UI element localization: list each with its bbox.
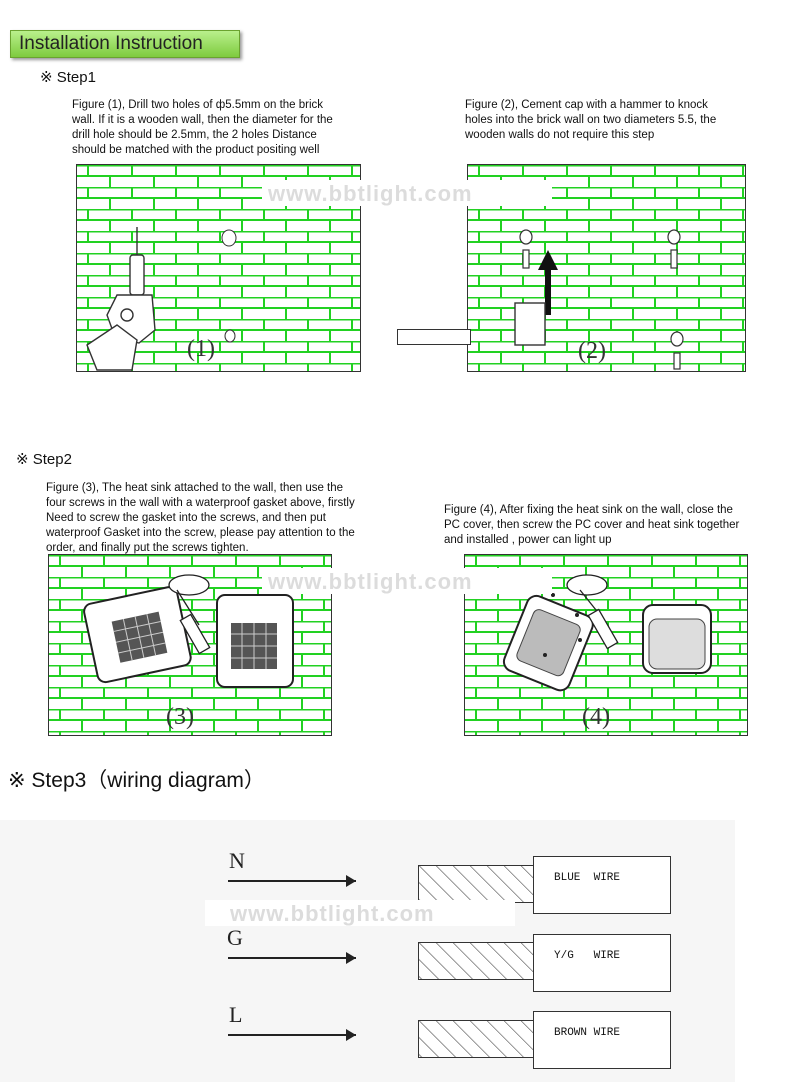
fig3-caption-line: Figure (3), The heat sink attached to th…: [46, 482, 344, 494]
watermark-backdrop: [205, 900, 515, 926]
wire-hatch: [418, 1020, 535, 1058]
fig3-caption: Figure (3), The heat sink attached to th…: [46, 481, 391, 556]
fig2-caption-line: holes into the brick wall on two diamete…: [465, 114, 717, 126]
terminal-l: L: [229, 1002, 243, 1027]
heat-sink-icon: [83, 586, 192, 684]
fig3-caption-line: Need to screw the gasket into the screws…: [46, 512, 326, 524]
fig4-caption-line: PC cover, then screw the PC cover and he…: [444, 519, 740, 531]
watermark-backdrop: [262, 180, 552, 206]
figure-4-number: (4): [582, 704, 610, 730]
wire-box-brown: BROWN WIRE: [533, 1011, 671, 1069]
watermark: www.bbtlight.com: [230, 901, 435, 926]
watermark-backdrop: [262, 568, 552, 594]
figure-3-number: (3): [166, 704, 194, 730]
wire-box-blue: BLUE WIRE: [533, 856, 671, 914]
step1-label: ※ Step1: [40, 69, 96, 86]
title-banner: Installation Instruction: [10, 30, 240, 58]
drill-icon: [86, 227, 156, 371]
arrow-right-icon: [346, 875, 356, 887]
wire-label: Y/G WIRE: [554, 950, 621, 962]
arrow-right-icon: [346, 952, 356, 964]
fig2-caption-line: wooden walls do not require this step: [465, 129, 655, 141]
pc-cover-icon: [502, 594, 594, 692]
fig1-caption: Figure (1), Drill two holes of ф5.5mm on…: [72, 98, 372, 158]
fig4-caption: Figure (4), After fixing the heat sink o…: [444, 503, 774, 548]
fig1-caption-line: drill hole should be 2.5mm, the 2 holes …: [72, 129, 317, 141]
page-title: Installation Instruction: [19, 33, 203, 54]
fig3-caption-line: order, and finally put the screws tighte…: [46, 542, 249, 554]
step3-label: ※ Step3（wiring diagram）: [8, 769, 265, 792]
figure-4-wall: [464, 554, 748, 736]
wire-label: BROWN WIRE: [554, 1027, 621, 1039]
fig1-caption-line: Figure (1), Drill two holes of ф5.5mm on…: [72, 99, 324, 111]
fig3-caption-line: four screws in the wall with a waterproo…: [46, 497, 355, 509]
terminal-n: N: [229, 848, 245, 873]
watermark: www.bbtlight.com: [268, 181, 473, 206]
wire-line: [228, 1034, 356, 1036]
fig4-caption-line: Figure (4), After fixing the heat sink o…: [444, 504, 733, 516]
wire-box-yg: Y/G WIRE: [533, 934, 671, 992]
fig3-caption-line: waterproof Gasket into the screw, please…: [46, 527, 355, 539]
fig2-caption-line: Figure (2), Cement cap with a hammer to …: [465, 99, 708, 111]
wire-label: BLUE WIRE: [554, 872, 621, 884]
watermark: www.bbtlight.com: [268, 569, 473, 594]
arrow-right-icon: [346, 1029, 356, 1041]
fig1-caption-line: wall. If it is a wooden wall, then the d…: [72, 114, 333, 126]
terminal-g: G: [227, 925, 243, 950]
wire-hatch: [418, 942, 535, 980]
figure-1-number: (1): [187, 336, 215, 362]
fig1-caption-line: should be matched with the product posit…: [72, 144, 320, 156]
wire-line: [228, 957, 356, 959]
figure-2-number: (2): [578, 338, 606, 364]
fig4-caption-line: and installed , power can light up: [444, 534, 612, 546]
fig2-caption: Figure (2), Cement cap with a hammer to …: [465, 98, 765, 143]
wire-hatch: [418, 865, 535, 903]
finished-light-icon: [642, 604, 712, 674]
wire-line: [228, 880, 356, 882]
hammer-handle: [397, 329, 471, 345]
step2-label: ※ Step2: [16, 451, 72, 468]
